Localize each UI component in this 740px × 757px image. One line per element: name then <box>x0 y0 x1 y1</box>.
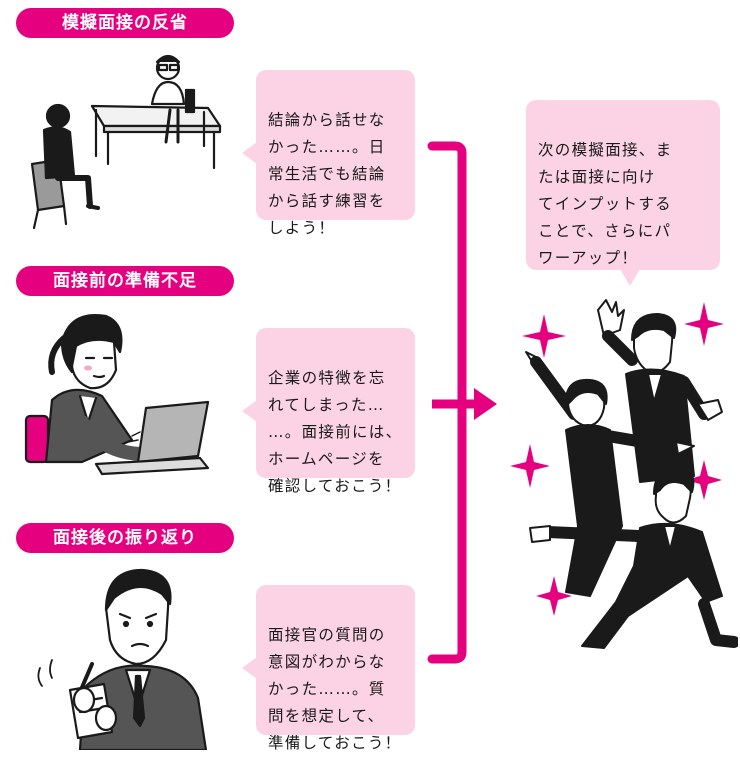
section-title-post-interview-review: 面接後の振り返り <box>16 523 234 553</box>
bubble-tail <box>242 400 257 422</box>
three-people-posing-illustration <box>510 299 738 649</box>
comment-bubble-3-text: 面接官の質問の 意図がわからな かった……。質 問を想定して、 準備しておこう！ <box>268 626 402 752</box>
section-title-mock-reflection: 模擬面接の反省 <box>16 8 234 38</box>
sparkle-icon <box>536 576 572 616</box>
bubble-tail <box>242 657 257 679</box>
sparkle-icon <box>522 314 566 358</box>
comment-bubble-1: 結論から話せな かった……。日 常生活でも結論 から話す練習を しよう！ <box>242 70 415 237</box>
man-with-notepad-illustration <box>37 568 208 750</box>
comment-bubble-2: 企業の特徴を忘 れてしまった… …。面接前には、 ホームページを 確認しておこう… <box>242 328 415 495</box>
comment-bubble-3: 面接官の質問の 意図がわからな かった……。質 問を想定して、 準備しておこう！ <box>242 585 415 752</box>
sparkle-icon <box>684 302 724 346</box>
section-title-lack-of-preparation: 面接前の準備不足 <box>16 266 234 296</box>
result-bubble: 次の模擬面接、ま たは面接に向け てインプットする ことで、さらにパ ワーアップ… <box>526 100 720 286</box>
arrow-right-icon <box>474 388 497 420</box>
interview-desk-illustration <box>30 54 222 230</box>
woman-at-laptop-illustration <box>24 313 210 476</box>
bubble-tail <box>242 142 257 164</box>
sparkle-icon <box>510 444 550 488</box>
comment-bubble-2-text: 企業の特徴を忘 れてしまった… …。面接前には、 ホームページを 確認しておこう… <box>268 369 403 495</box>
bubble-tail <box>620 269 640 286</box>
comment-bubble-1-text: 結論から話せな かった……。日 常生活でも結論 から話す練習を しよう！ <box>268 111 386 237</box>
sparkle-icon <box>686 460 722 500</box>
result-bubble-text: 次の模擬面接、ま たは面接に向け てインプットする ことで、さらにパ ワーアップ… <box>538 141 673 267</box>
